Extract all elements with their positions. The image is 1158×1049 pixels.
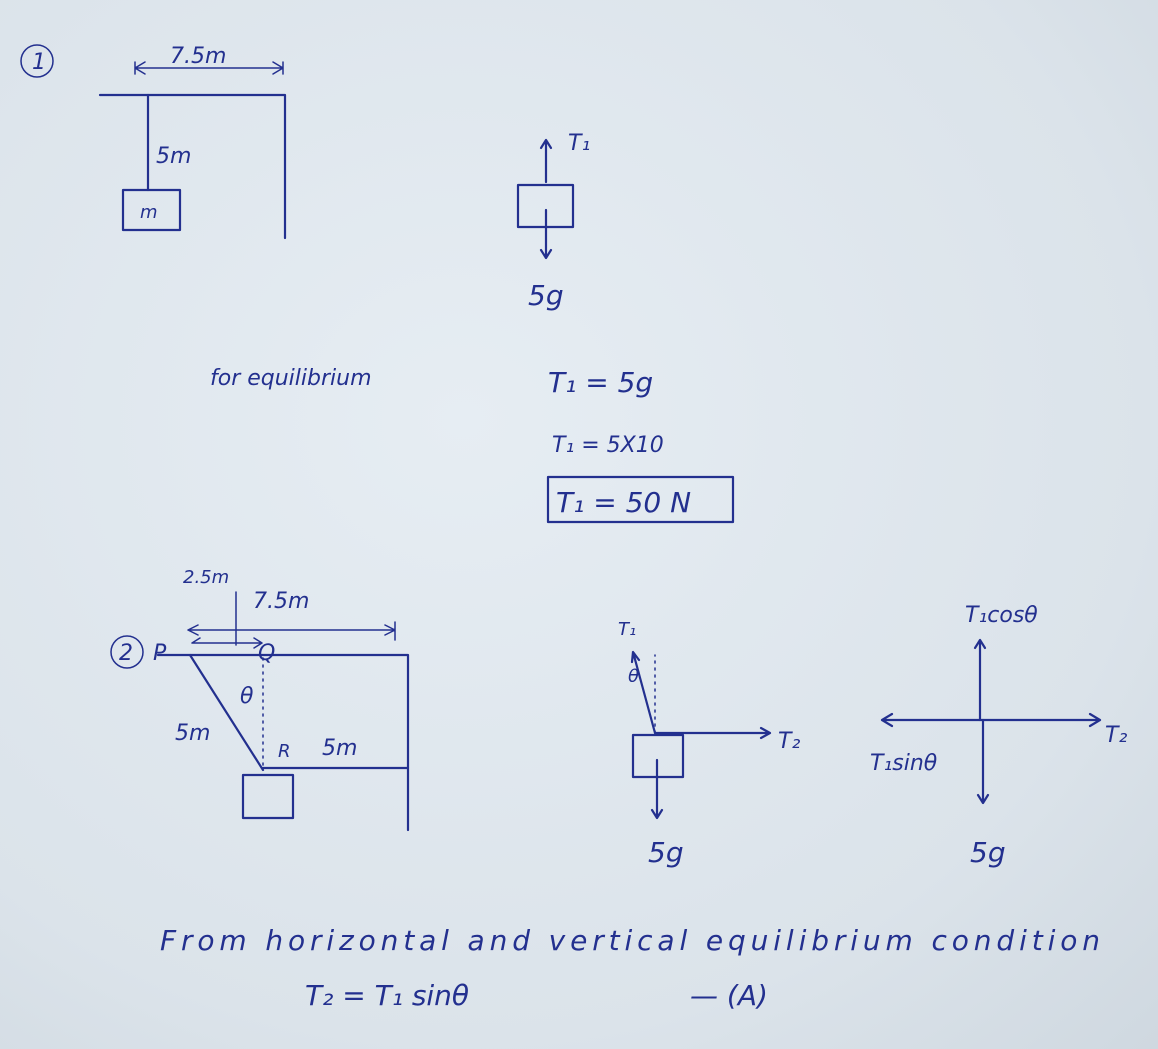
part2-fbd-tension1: T₁ [618, 619, 636, 640]
part1-eq2: T₁ = 5X10 [552, 433, 664, 458]
part1-fbd-tension: T₁ [568, 131, 590, 156]
part2-statement: From horizontal and vertical equilibrium… [160, 924, 1100, 957]
part2-equation-tag: — (A) [690, 979, 768, 1012]
part2-point-q: Q [258, 641, 275, 666]
part2-free-body-diagram [630, 650, 772, 820]
part1-result: T₁ = 50 N [556, 486, 691, 519]
part2-span-arrow [187, 621, 396, 641]
part2-comp-vertical: T₁cosθ [965, 603, 1038, 628]
part2-fbd-tension2: T₂ [778, 729, 800, 754]
part2-comp-weight: 5g [970, 836, 1006, 869]
part2-frame [156, 653, 410, 832]
part1-mass-box [121, 188, 182, 232]
part1-rope-label: 5m [156, 144, 191, 169]
part2-rope-pr [188, 653, 265, 772]
part1-free-body-diagram [516, 138, 575, 260]
part2-point-p: P [153, 641, 167, 666]
part2-number: 2 [119, 641, 133, 666]
part1-condition: for equilibrium [210, 366, 372, 391]
part2-number-circle [110, 635, 144, 669]
part2-offset-label: 2.5m [183, 567, 229, 588]
part1-result-box [546, 475, 735, 524]
part2-comp-left: T₁sinθ [870, 751, 938, 776]
part1-number: 1 [32, 50, 46, 75]
part1-fbd-weight: 5g [528, 279, 564, 312]
part2-fbd-angle: θ [628, 666, 639, 687]
part2-comp-right: T₂ [1105, 723, 1127, 748]
part2-point-r: R [278, 741, 291, 762]
part2-horizontal-label: 5m [322, 736, 357, 761]
part2-span-label: 7.5m [253, 589, 309, 614]
part2-component-diagram [880, 638, 1102, 805]
part1-frame [98, 93, 287, 240]
part2-offset-arrow [191, 637, 263, 649]
part2-rope-label: 5m [175, 721, 210, 746]
part1-eq1: T₁ = 5g [548, 366, 653, 399]
part2-equation: T₂ = T₁ sinθ [305, 979, 469, 1012]
part2-fbd-weight: 5g [648, 836, 684, 869]
part1-span-label: 7.5m [170, 44, 226, 69]
part1-mass-label: m [140, 202, 158, 223]
part2-mass-box [241, 773, 295, 820]
part1-span-arrow [134, 61, 284, 75]
part2-angle: θ [240, 684, 254, 709]
part1-number-circle [20, 44, 54, 78]
